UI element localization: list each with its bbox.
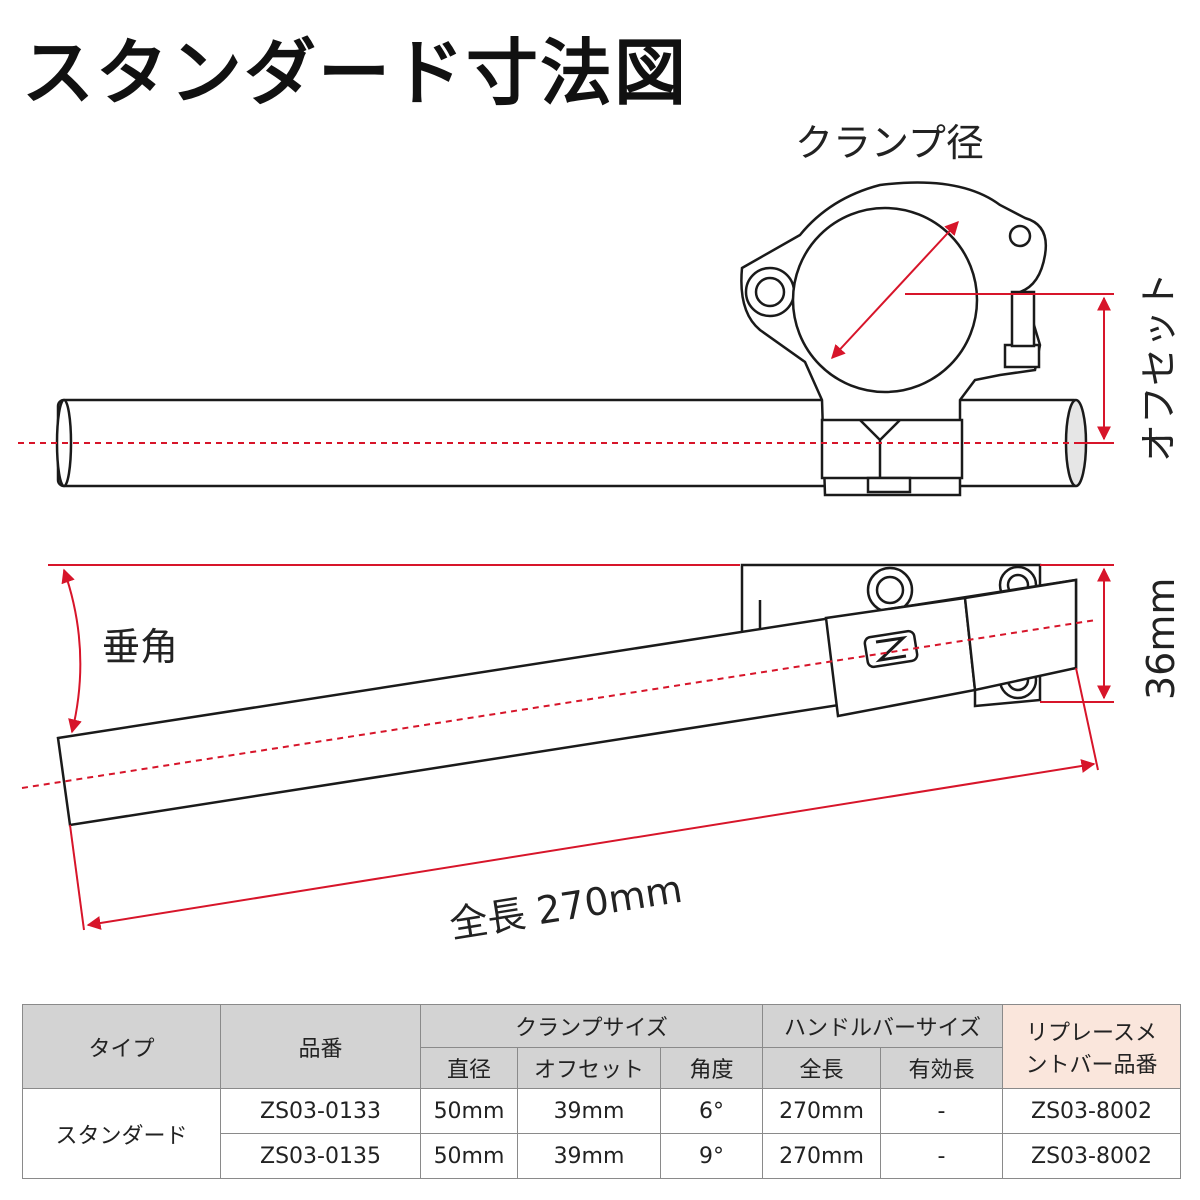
dimension-diagram: クランプ径 オフセット 垂角 36mm 全長 [18, 121, 1183, 947]
clamp-diameter-label: クランプ径 [795, 121, 984, 165]
spec-table: タイプ 品番 クランプサイズ ハンドルバーサイズ リプレースメ ントバー品番 直… [22, 1004, 1181, 1179]
header-type: タイプ [22, 1004, 221, 1089]
cell-total-length: 270mm [762, 1088, 881, 1134]
cell-effective-length: - [880, 1133, 1003, 1179]
header-offset: オフセット [517, 1047, 661, 1089]
header-clamp-size: クランプサイズ [420, 1004, 763, 1048]
total-length-arrow [86, 759, 1096, 930]
cell-diameter: 50mm [420, 1088, 518, 1134]
clamp-diameter-arrow [831, 220, 959, 360]
header-effective-length: 有効長 [880, 1047, 1003, 1089]
cell-part-no: ZS03-0133 [220, 1088, 421, 1134]
header-diameter: 直径 [420, 1047, 518, 1089]
cell-angle: 6° [660, 1088, 763, 1134]
cell-angle: 9° [660, 1133, 763, 1179]
drop-angle-label: 垂角 [102, 625, 178, 669]
brand-logo-icon [863, 629, 919, 669]
table-row: ZS03-0135 50mm 39mm 9° 270mm - ZS03-8002 [23, 1133, 1181, 1179]
cell-replacement: ZS03-8002 [1002, 1088, 1181, 1134]
side-view-dimensions [21, 564, 1114, 931]
cell-offset: 39mm [517, 1133, 661, 1179]
header-replacement-line1: リプレースメ [1026, 1020, 1157, 1046]
height-label: 36mm [1139, 578, 1183, 700]
header-bar-size: ハンドルバーサイズ [762, 1004, 1003, 1048]
cell-replacement: ZS03-8002 [1002, 1133, 1181, 1179]
header-replacement: リプレースメ ントバー品番 [1002, 1004, 1181, 1089]
top-view-drawing [55, 181, 1088, 497]
cell-type: スタンダード [22, 1088, 221, 1179]
header-total-length: 全長 [762, 1047, 881, 1089]
top-view-dimensions [18, 220, 1118, 444]
side-view-drawing [56, 563, 1078, 827]
cell-total-length: 270mm [762, 1133, 881, 1179]
page-title: スタンダード寸法図 [22, 31, 689, 115]
cell-part-no: ZS03-0135 [220, 1133, 421, 1179]
header-replacement-line2: ントバー品番 [1025, 1052, 1158, 1078]
cell-diameter: 50mm [420, 1133, 518, 1179]
total-length-label: 全長 270mm [447, 867, 686, 947]
cell-effective-length: - [880, 1088, 1003, 1134]
offset-label: オフセット [1137, 272, 1181, 462]
cell-offset: 39mm [517, 1088, 661, 1134]
table-row: スタンダード ZS03-0133 50mm 39mm 6° 270mm - ZS… [22, 1088, 1181, 1179]
header-angle: 角度 [660, 1047, 763, 1089]
header-part-no: 品番 [220, 1004, 421, 1089]
drop-angle-arc [61, 568, 82, 734]
